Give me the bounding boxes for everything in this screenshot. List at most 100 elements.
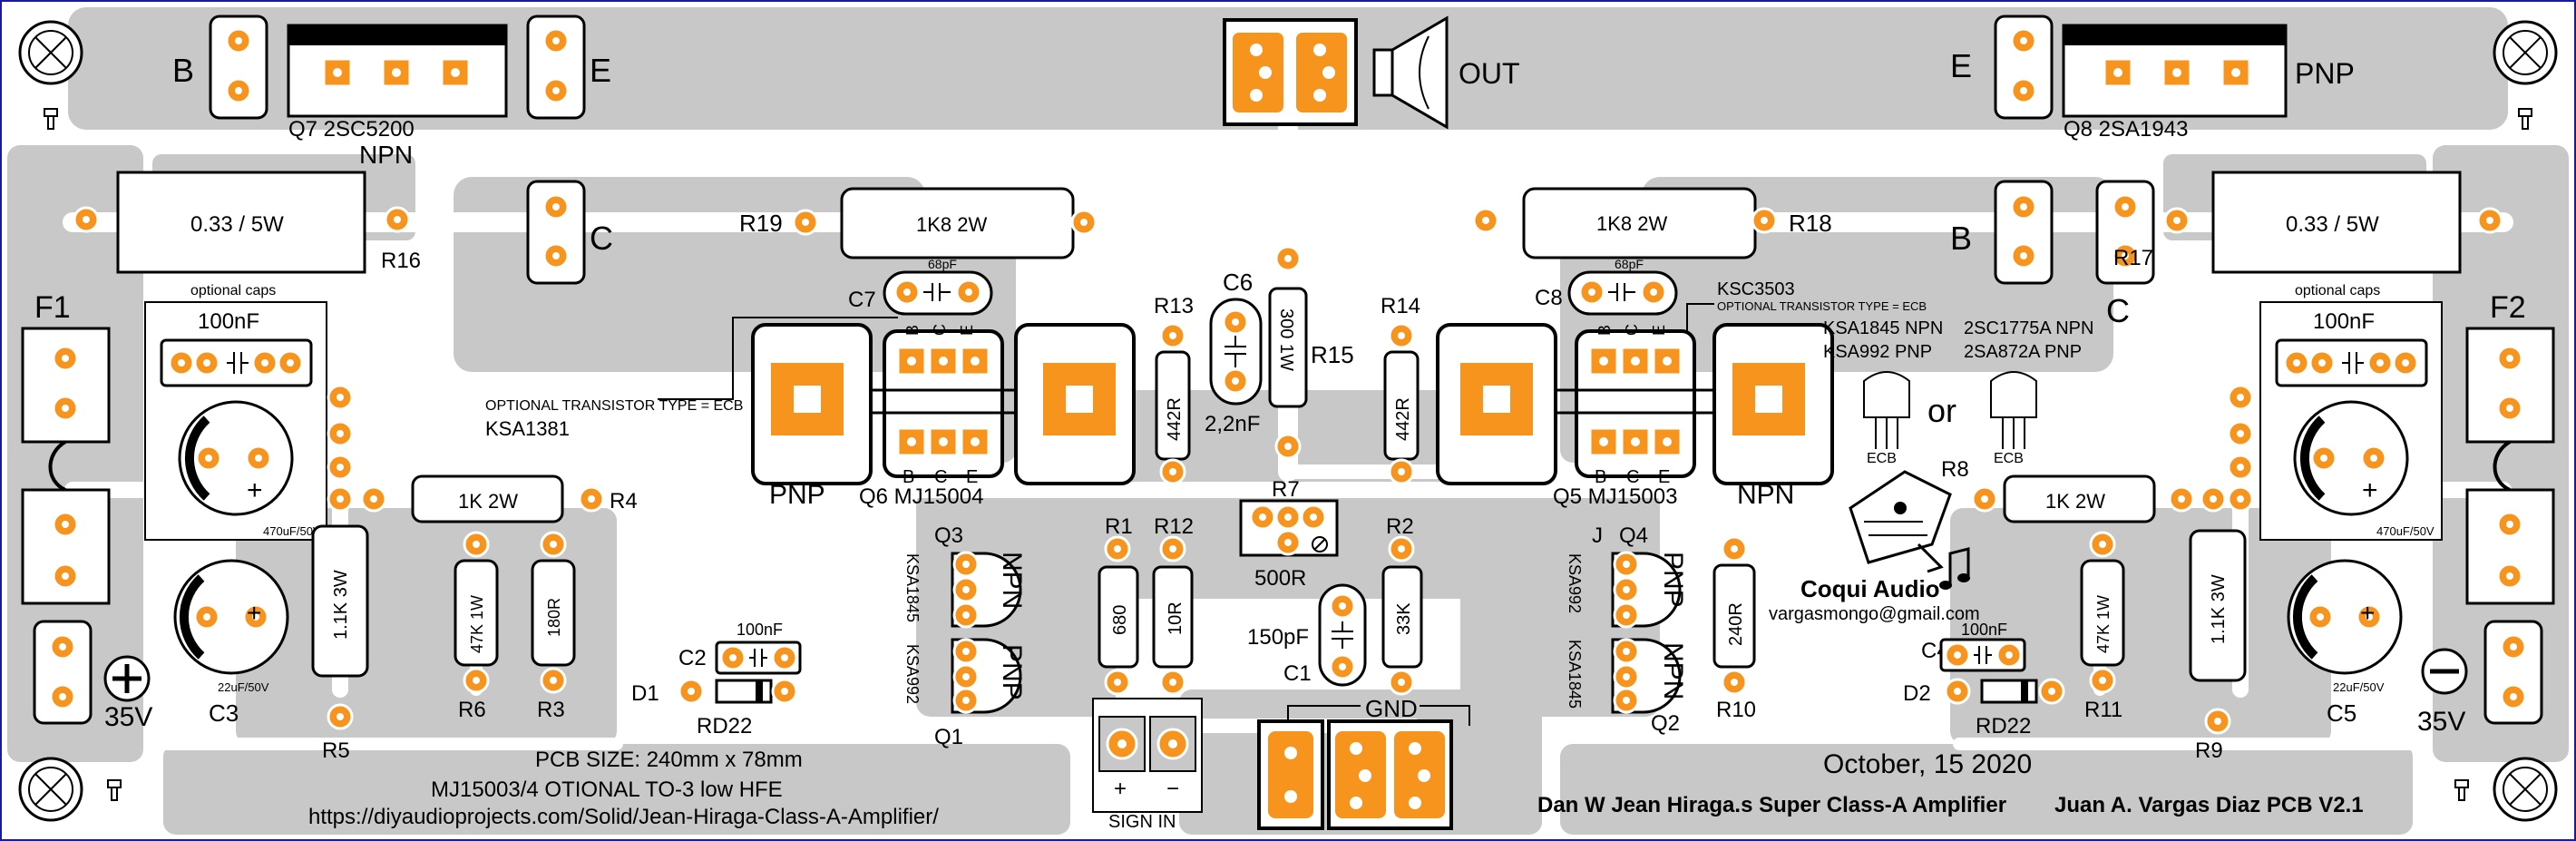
q5-type: NPN (1737, 480, 1794, 510)
header-e-left (526, 15, 586, 120)
design-date: October, 15 2020 (1823, 749, 2032, 779)
c7-value: 68pF (928, 257, 957, 271)
c2-value: 100nF (737, 621, 783, 639)
q5-pin-c-top: C (1623, 324, 1641, 336)
q6-pin-b-bot: B (903, 467, 914, 487)
f2-fuse-link (2493, 440, 2512, 492)
c4-value: 100nF (1961, 621, 2007, 639)
r6-body (454, 559, 499, 667)
r16-value: 0.33 / 5W (190, 212, 284, 237)
speaker-icon (1372, 15, 1449, 130)
c2-label: C2 (678, 646, 707, 670)
d1-label: D1 (631, 681, 659, 706)
r15-value: 300 1W (1276, 308, 1296, 371)
r2-label: R2 (1386, 514, 1414, 539)
q2-label: Q2 (1651, 711, 1680, 736)
c5-value: 22uF/50V (2333, 680, 2385, 694)
minus-icon (2421, 648, 2468, 695)
rd22-left: RD22 (697, 714, 752, 738)
r2-value: 33K (1394, 602, 1414, 635)
r7-value: 500R (1254, 566, 1306, 591)
to92-icon-left (1863, 371, 1910, 449)
r17-body (2211, 171, 2462, 274)
r17-label: R17 (2113, 246, 2153, 270)
q7-tab (288, 25, 506, 45)
label-e-right: E (1950, 47, 1972, 84)
c8-label: C8 (1535, 286, 1563, 310)
opt-caps-right: optional caps (2295, 283, 2380, 298)
ksa1381-label: KSA1381 (485, 417, 570, 440)
r1-value: 680 (1110, 605, 1130, 635)
rd22-right: RD22 (1976, 714, 2031, 738)
ksc3503-label: KSC3503 (1717, 279, 1795, 299)
q6-pin-c-bot: C (934, 467, 947, 487)
design-title: Dan W Jean Hiraga.s Super Class-A Amplif… (1537, 793, 2006, 817)
q6-pin-e-bot: E (966, 467, 978, 487)
r12-body (1152, 565, 1194, 669)
r10-body (1712, 563, 1756, 669)
q5-pin-b-top: B (1595, 325, 1614, 336)
opt-470-right: 470uF/50V (2376, 524, 2435, 538)
opt-100nf-left: 100nF (198, 309, 259, 334)
r8-body (2003, 474, 2156, 523)
r13-value: 442R (1165, 397, 1185, 441)
header-b-left (209, 15, 268, 120)
q4-label: Q4 (1619, 523, 1648, 548)
r18-label: R18 (1789, 210, 1832, 237)
r6-label: R6 (458, 698, 486, 722)
r19-label: R19 (739, 210, 783, 237)
sub-1a: KSA1845 NPN (1823, 318, 1943, 338)
c5-label: C5 (2327, 699, 2356, 727)
sign-in-minus: − (1166, 777, 1179, 801)
q4-type: PNP (1658, 552, 1688, 608)
q7-type: NPN (359, 141, 413, 169)
r15-body (1268, 287, 1308, 408)
r8-label: R8 (1941, 457, 1969, 482)
c8-value: 68pF (1615, 257, 1644, 271)
r3-value: 180R (545, 598, 563, 637)
r11-body (2080, 559, 2125, 667)
r11-value: 47K 1W (2094, 595, 2113, 653)
header-c-left (526, 180, 586, 285)
c5-plus: + (2360, 599, 2375, 627)
r5-value: 1.1K 3W (331, 570, 351, 640)
f1-label: F1 (34, 290, 71, 325)
c3-cap (173, 559, 289, 675)
v-left: 35V (104, 702, 152, 732)
c1-label: C1 (1283, 661, 1312, 686)
q4-j: J (1592, 523, 1603, 548)
label-e-left: E (590, 52, 611, 89)
label-b-left: B (172, 52, 194, 89)
q3-label: Q3 (934, 523, 963, 548)
q3-part: KSA1845 (903, 553, 922, 622)
q6-pin-b-top: B (903, 325, 922, 336)
opt-100nf-right: 100nF (2313, 309, 2375, 334)
q2-part: KSA1845 (1566, 640, 1584, 709)
d1-diode (715, 679, 773, 704)
q6-type: PNP (769, 480, 825, 510)
r6-value: 47K 1W (468, 595, 486, 653)
sub-2b: 2SA872A PNP (1964, 342, 2082, 362)
q5-pin-c-bot: C (1626, 467, 1639, 487)
q6-label: Q6 MJ15004 (859, 484, 983, 509)
music-note-icon (1939, 547, 1970, 590)
q2-type: NPN (1658, 642, 1688, 699)
opt-470-plus-right: + (2362, 475, 2378, 505)
opt-caps-left: optional caps (190, 283, 276, 298)
r14-value: 442R (1393, 397, 1413, 441)
r4-value: 1K 2W (458, 490, 518, 513)
q5-label: Q5 MJ15003 (1553, 484, 1677, 509)
d2-diode (1980, 679, 2038, 704)
q8-type: PNP (2295, 57, 2355, 90)
opt-470-cap-left (178, 400, 294, 516)
label-c-left: C (590, 220, 613, 257)
c3-plus: + (247, 599, 261, 627)
gnd-label: GND (1365, 695, 1418, 722)
design-author: Juan A. Vargas Diaz PCB V2.1 (2054, 793, 2364, 817)
r16-label: R16 (381, 249, 421, 273)
r8-value: 1K 2W (2045, 490, 2105, 513)
to92-icon-right (1990, 371, 2037, 449)
pcb-size: PCB SIZE: 240mm x 78mm (535, 748, 803, 772)
c7-label: C7 (848, 288, 876, 312)
